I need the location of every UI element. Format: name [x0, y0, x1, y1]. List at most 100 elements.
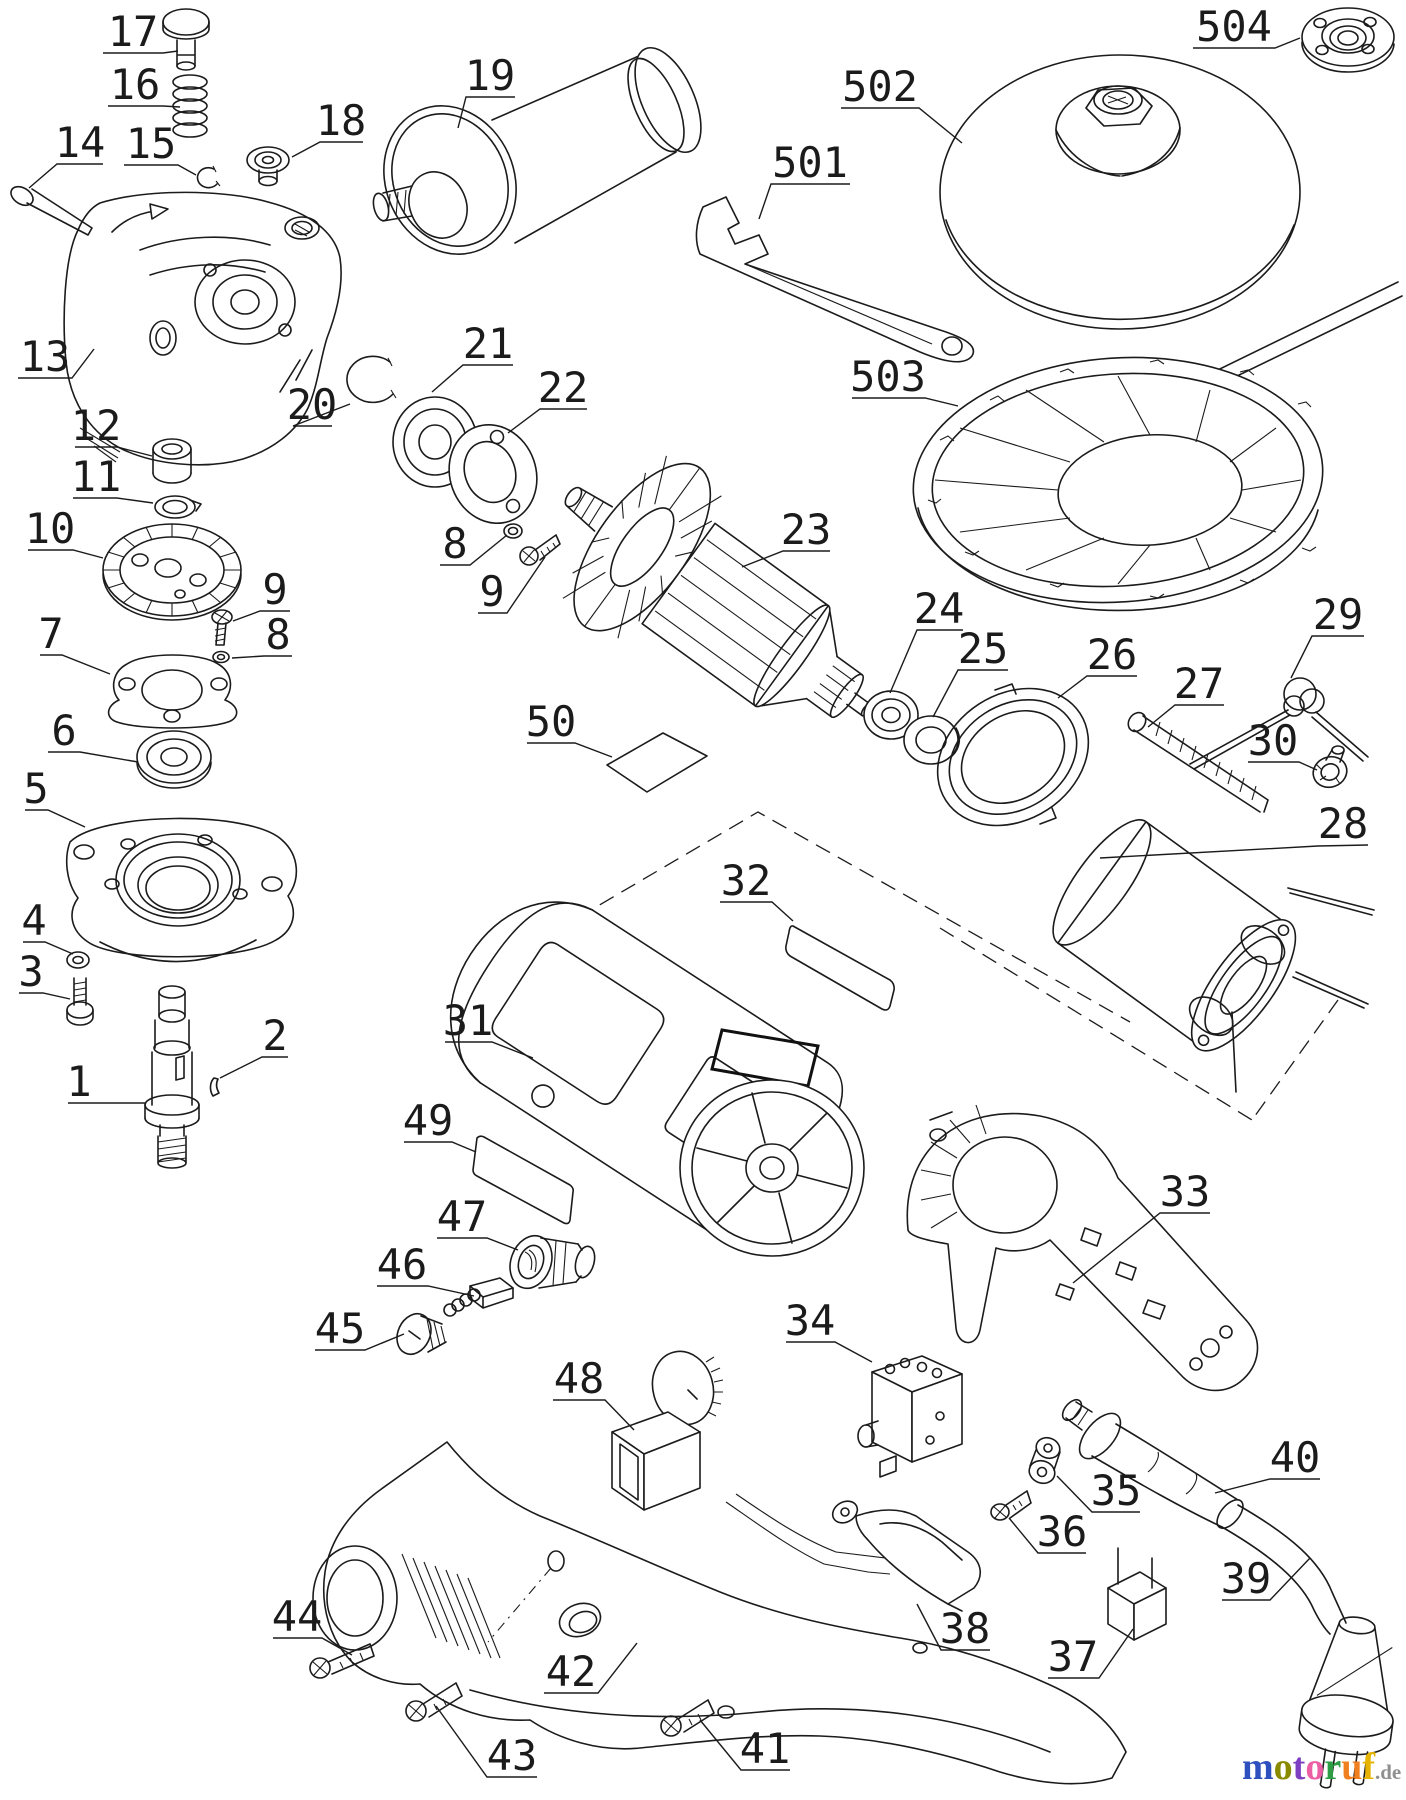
- part-label-17: 17: [108, 7, 159, 56]
- part-label-49: 49: [403, 1096, 454, 1145]
- part-label-3: 3: [18, 947, 43, 996]
- part-10-crown-gear: [102, 523, 242, 621]
- part-label-41: 41: [740, 1724, 791, 1773]
- part-28-stator: [1052, 819, 1375, 1093]
- watermark-word: motoruf: [1242, 1746, 1375, 1788]
- part-35-cord-clamp: [1028, 1436, 1061, 1485]
- part-label-39: 39: [1221, 1554, 1272, 1603]
- part-27-long-screw: [1127, 711, 1269, 813]
- part-23-armature: [562, 455, 872, 719]
- part-17-button-screw: [162, 8, 210, 71]
- part-label-44: 44: [272, 1592, 323, 1641]
- part-label-47: 47: [437, 1192, 488, 1241]
- part-label-34: 34: [785, 1296, 836, 1345]
- part-48-speed-control: [611, 1350, 724, 1511]
- part-label-9b: 9: [479, 567, 504, 616]
- part-label-503: 503: [850, 352, 926, 401]
- watermark: motoruf.de: [1242, 1748, 1401, 1786]
- part-29-field-wire-loop: [1189, 677, 1369, 770]
- part-36-clamp-screw: [990, 1490, 1032, 1521]
- part-label-38: 38: [940, 1604, 991, 1653]
- part-label-2: 2: [262, 1011, 287, 1060]
- part-9-screw: [211, 609, 233, 646]
- part-label-35: 35: [1091, 1466, 1142, 1515]
- part-9-screw-upper: [519, 534, 561, 566]
- part-49-label-sticker: [472, 1135, 574, 1225]
- part-label-29: 29: [1313, 590, 1364, 639]
- part-44-screw: [309, 1643, 375, 1679]
- part-14-pin: [10, 185, 93, 236]
- part-1-spindle: [144, 985, 200, 1169]
- part-7-bearing-plate: [107, 654, 238, 729]
- part-label-48: 48: [554, 1354, 605, 1403]
- part-504-flange-nut: [1301, 7, 1395, 73]
- part-label-20: 20: [287, 380, 338, 429]
- part-label-26: 26: [1087, 630, 1138, 679]
- part-502-backing-pad: [939, 54, 1301, 330]
- part-label-42: 42: [546, 1647, 597, 1696]
- part-label-18: 18: [316, 96, 367, 145]
- part-label-27: 27: [1174, 659, 1225, 708]
- part-label-6: 6: [51, 706, 76, 755]
- part-2-key: [209, 1077, 220, 1097]
- part-46-carbon-brush: [443, 1277, 514, 1317]
- part-12-sleeve: [152, 438, 192, 484]
- part-label-24: 24: [914, 584, 965, 633]
- part-label-19: 19: [465, 51, 516, 100]
- watermark-suffix: .de: [1374, 1760, 1402, 1784]
- part-labels: 17 16 15 14 18 13 19 20 21 22 8 9 12 11 …: [18, 2, 1368, 1780]
- part-3-screw: [66, 977, 94, 1026]
- part-label-31: 31: [443, 996, 494, 1045]
- part-25-seal-ring: [903, 715, 961, 765]
- part-16-spring: [172, 74, 208, 138]
- part-50-label-sticker: [606, 732, 708, 793]
- part-label-30: 30: [1248, 716, 1299, 765]
- part-15-circlip: [196, 165, 221, 189]
- part-37-capacitor: [1107, 1547, 1167, 1641]
- part-label-1: 1: [66, 1057, 91, 1106]
- part-20-snap-ring: [346, 355, 397, 404]
- part-label-5: 5: [23, 764, 48, 813]
- part-26-air-baffle: [936, 683, 1090, 827]
- part-label-40: 40: [1270, 1433, 1321, 1482]
- part-label-16: 16: [110, 60, 161, 109]
- part-label-7: 7: [38, 609, 63, 658]
- part-label-46: 46: [377, 1240, 428, 1289]
- part-label-23: 23: [781, 505, 832, 554]
- part-8-nut-upper: [503, 523, 523, 539]
- part-label-33: 33: [1160, 1167, 1211, 1216]
- part-33-handle-upper-half: [906, 1104, 1259, 1392]
- part-22-bearing-cover-plate: [448, 423, 538, 525]
- part-38-trigger-lever: [831, 1500, 981, 1612]
- part-8-washer: [212, 650, 230, 664]
- part-label-43: 43: [487, 1731, 538, 1780]
- part-32-label-sticker: [785, 925, 895, 1011]
- part-label-14: 14: [55, 118, 106, 167]
- part-40-cord-guard: [1061, 1398, 1244, 1530]
- part-4-washer: [66, 951, 90, 969]
- part-34-switch: [857, 1355, 963, 1478]
- part-label-13: 13: [20, 332, 71, 381]
- part-6-ball-bearing: [136, 730, 212, 789]
- part-label-45: 45: [315, 1304, 366, 1353]
- part-503-wool-bonnet: [912, 281, 1403, 612]
- part-label-504: 504: [1196, 2, 1272, 51]
- part-24-bearing: [863, 690, 919, 740]
- part-19-side-handle: [372, 46, 702, 255]
- part-label-10: 10: [25, 504, 76, 553]
- part-5-bearing-flange: [65, 817, 298, 963]
- part-label-36: 36: [1037, 1507, 1088, 1556]
- part-18-grommet: [246, 146, 290, 187]
- leader-lines: [18, 37, 1369, 1778]
- part-label-12: 12: [71, 401, 122, 450]
- part-label-502: 502: [842, 62, 918, 111]
- part-11-lock-washer: [154, 495, 202, 519]
- part-41-screw: [660, 1699, 715, 1737]
- part-label-32: 32: [721, 856, 772, 905]
- part-501-spanner-wrench: [695, 196, 975, 363]
- part-45-brush-cap: [396, 1313, 447, 1355]
- part-42-handle-lower-half: [312, 1441, 1127, 1785]
- part-label-25: 25: [958, 624, 1009, 673]
- part-label-28: 28: [1318, 799, 1369, 848]
